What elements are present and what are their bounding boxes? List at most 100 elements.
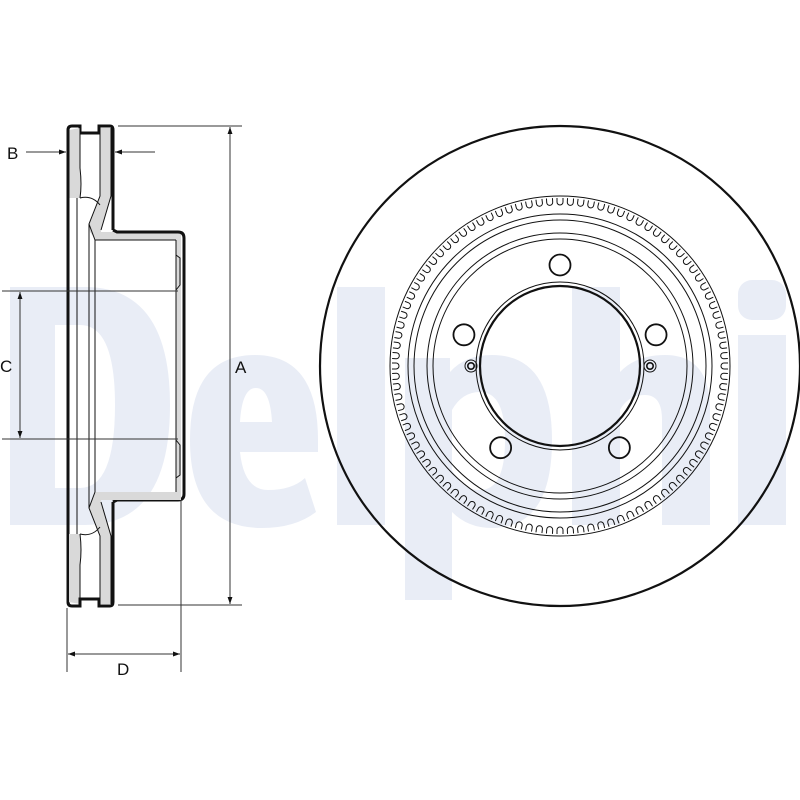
- tone-ring-tooth: [514, 521, 523, 530]
- tone-ring-tooth: [458, 228, 468, 237]
- tone-ring-tooth: [566, 526, 575, 534]
- tone-ring-tooth: [577, 198, 585, 207]
- locator-holes: [464, 359, 657, 373]
- tone-ring-tooth: [416, 273, 426, 282]
- tone-ring-outer: [389, 195, 731, 537]
- dimension-label-b: B: [7, 144, 19, 163]
- tone-ring-tooth: [577, 525, 585, 534]
- tone-ring-tooth: [676, 474, 685, 484]
- dimension-label-d: D: [117, 660, 130, 679]
- tone-ring-tooth: [514, 202, 523, 211]
- tone-ring-tooth: [399, 413, 408, 422]
- center-bore-outer: [475, 281, 645, 451]
- dimension-label-c: C: [0, 357, 13, 376]
- tone-ring-tooth: [428, 467, 438, 476]
- tone-ring-tooth: [396, 320, 405, 329]
- tone-ring-tooth: [694, 450, 704, 459]
- tone-ring-tooth: [485, 212, 494, 222]
- tone-ring-tooth: [545, 198, 554, 206]
- tone-ring-tooth: [668, 241, 678, 250]
- tone-ring-tooth: [668, 482, 678, 491]
- tone-ring-tooth: [442, 241, 452, 250]
- tone-ring-tooth: [422, 458, 431, 468]
- tone-ring-tooth: [661, 488, 670, 498]
- tone-ring-tooth: [556, 198, 564, 206]
- tone-ring-tooth: [682, 256, 692, 265]
- tone-ring-tooth: [402, 422, 411, 432]
- tone-ring-tooth: [467, 500, 476, 510]
- tone-ring-tooth: [704, 432, 714, 441]
- tone-ring-tooth: [392, 362, 400, 370]
- tone-ring-tooth: [406, 291, 416, 300]
- tone-ring-tooth: [661, 234, 670, 244]
- tone-ring-tooth: [712, 310, 721, 319]
- tone-ring-tooth: [717, 393, 726, 401]
- tone-ring-tooth: [689, 458, 698, 468]
- tone-ring-tooth: [435, 248, 444, 258]
- tone-ring-tooth: [392, 383, 401, 391]
- tone-ring-tooth: [399, 310, 408, 319]
- bolt-hole: [452, 323, 476, 347]
- tone-ring-tooth: [504, 518, 513, 527]
- tone-ring-tooth: [676, 248, 685, 258]
- tone-ring-tooth: [504, 205, 513, 214]
- tone-ring-tooth: [587, 523, 595, 532]
- bolt-hole: [489, 436, 513, 460]
- tone-ring-tooth: [428, 256, 438, 265]
- tone-ring-tooth: [475, 217, 485, 226]
- tone-ring-tooth: [566, 198, 575, 206]
- tone-ring-tooth: [712, 413, 721, 422]
- tone-ring-tooth: [435, 474, 444, 484]
- tone-ring-tooth: [719, 341, 728, 349]
- tone-ring-tooth: [682, 467, 692, 476]
- tone-ring-tooth: [597, 521, 606, 530]
- dimension-lines: [2, 125, 242, 672]
- tone-ring-tooth: [396, 403, 405, 412]
- tone-ring-tooth: [450, 234, 459, 244]
- tone-ring-tooth: [700, 441, 709, 451]
- tone-ring-tooth: [700, 281, 709, 291]
- tone-ring-tooth: [411, 441, 420, 451]
- tone-ring-tooth: [394, 331, 403, 339]
- tone-ring-tooth: [467, 222, 476, 232]
- tone-ring-tooth: [704, 291, 714, 300]
- tone-ring-tooth: [719, 383, 728, 391]
- outer-disc-edge: [318, 124, 800, 608]
- tone-ring-tooth: [616, 208, 626, 217]
- tone-ring-tooth: [535, 198, 543, 207]
- tone-ring-tooth: [394, 393, 403, 401]
- bolt-holes: [452, 253, 668, 460]
- tone-ring-tooth: [494, 208, 504, 217]
- tone-ring-tooth: [720, 351, 728, 360]
- tone-ring-tooth: [689, 264, 698, 274]
- tone-ring-tooth: [402, 300, 411, 310]
- tone-ring-tooth: [442, 482, 452, 491]
- dimension-label-a: A: [235, 358, 247, 377]
- tone-ring-tooth: [635, 217, 645, 226]
- bolt-hole: [548, 253, 572, 277]
- tone-ring-tooth: [626, 510, 635, 520]
- tone-ring-tooth: [485, 510, 494, 520]
- front-view: [318, 124, 800, 608]
- tone-ring-tooth: [535, 525, 543, 534]
- side-profile-view: [66, 124, 186, 608]
- tone-ring-tooth: [494, 515, 504, 524]
- tone-ring-tooth: [652, 228, 662, 237]
- tone-ring-tooth: [652, 495, 662, 504]
- tone-ring-tooth: [411, 281, 420, 291]
- tone-ring-tooth: [720, 362, 728, 370]
- tone-ring-tooth: [635, 506, 645, 515]
- tone-ring-tooth: [458, 495, 468, 504]
- tone-ring-tooth: [475, 506, 485, 515]
- tone-ring-tooth: [644, 500, 653, 510]
- tone-ring-tooth: [717, 331, 726, 339]
- tone-ring-tooth: [715, 320, 724, 329]
- center-bore: [478, 284, 642, 448]
- tone-ring-teeth: [392, 198, 728, 534]
- tone-ring-tooth: [406, 432, 416, 441]
- tone-ring-tooth: [715, 403, 724, 412]
- tone-ring-tooth: [422, 264, 431, 274]
- tone-ring-tooth: [607, 205, 616, 214]
- bolt-hole: [607, 436, 631, 460]
